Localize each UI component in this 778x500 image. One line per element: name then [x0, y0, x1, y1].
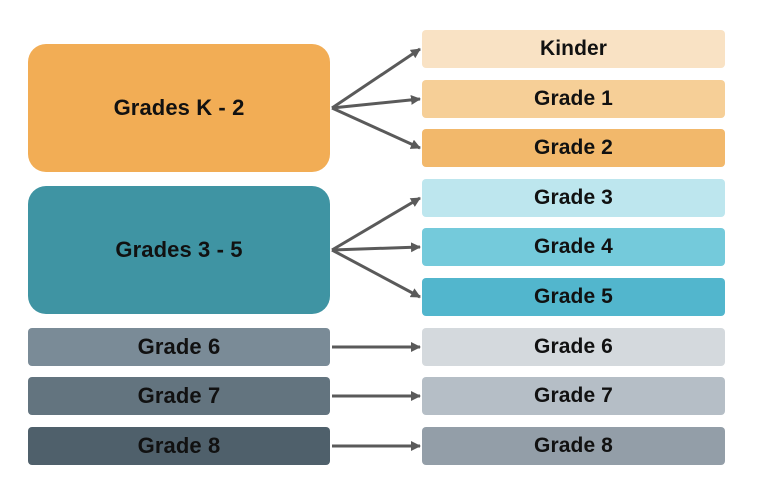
- source-box-grade-7: Grade 7: [28, 377, 330, 415]
- source-box-grade-8: Grade 8: [28, 427, 330, 465]
- source-label: Grades K - 2: [113, 95, 245, 120]
- target-label: Grade 7: [534, 384, 613, 407]
- source-box-grades-3-5: Grades 3 - 5: [28, 186, 330, 314]
- target-label: Grade 8: [534, 434, 613, 457]
- target-label: Grade 1: [534, 87, 613, 110]
- arrow-k2-to-t1: [331, 94, 421, 110]
- target-label: Grade 3: [534, 186, 613, 209]
- target-label: Kinder: [539, 37, 608, 60]
- target-box-grade-6: Grade 6: [422, 328, 725, 366]
- source-label: Grades 3 - 5: [115, 237, 243, 262]
- arrow-k2-to-kinder: [331, 47, 421, 110]
- source-label: Grade 7: [137, 383, 221, 408]
- arrow-g35-to-t3: [331, 196, 421, 252]
- target-label: Grade 4: [534, 235, 613, 258]
- target-label: Grade 5: [534, 285, 613, 308]
- target-box-grade-2: Grade 2: [422, 129, 725, 167]
- target-label: Grade 6: [534, 335, 613, 358]
- target-box-grade-1: Grade 1: [422, 80, 725, 118]
- source-box-grades-k-2: Grades K - 2: [28, 44, 330, 172]
- target-box-grade-3: Grade 3: [422, 179, 725, 217]
- source-box-grade-6: Grade 6: [28, 328, 330, 366]
- arrow-g35-to-t4: [331, 242, 421, 253]
- target-box-grade-4: Grade 4: [422, 228, 725, 266]
- target-box-grade-5: Grade 5: [422, 278, 725, 316]
- target-box-grade-8: Grade 8: [422, 427, 725, 465]
- target-box-kinder: Kinder: [422, 30, 725, 68]
- source-label: Grade 6: [137, 334, 221, 359]
- arrow-k2-to-t2: [331, 106, 421, 150]
- target-box-grade-7: Grade 7: [422, 377, 725, 415]
- arrow-g35-to-t5: [331, 248, 421, 299]
- source-label: Grade 8: [137, 433, 221, 458]
- target-label: Grade 2: [534, 136, 613, 159]
